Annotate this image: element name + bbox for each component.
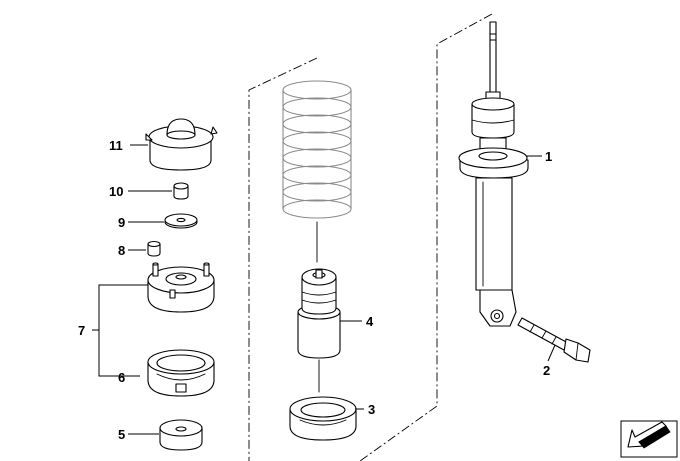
coil-spring [282, 80, 352, 219]
boundary-right [359, 13, 493, 461]
callout-5: 5 [118, 427, 125, 442]
strut-mount[interactable] [147, 262, 215, 313]
part-5-support-ring[interactable] [159, 419, 203, 451]
part-11-mount-cap[interactable] [145, 118, 218, 171]
callout-10: 10 [109, 184, 123, 199]
boundary-left [248, 57, 318, 461]
callout-4: 4 [366, 314, 374, 329]
leader-2 [547, 344, 556, 362]
part-4-bump-stop[interactable] [297, 268, 341, 359]
callout-1: 1 [545, 149, 552, 164]
bracket-group-7 [98, 284, 148, 377]
callout-2: 2 [543, 363, 550, 378]
callout-6: 6 [118, 370, 125, 385]
part-6-ring[interactable] [147, 349, 215, 397]
part-1-shock-absorber[interactable] [458, 21, 529, 327]
callout-8: 8 [118, 243, 125, 258]
part-10-nut[interactable] [173, 182, 189, 200]
part-2-bolt[interactable] [517, 317, 591, 363]
direction-arrow-icon[interactable] [620, 420, 678, 458]
part-8-nut[interactable] [147, 240, 161, 257]
part-9-washer[interactable] [164, 213, 198, 229]
callout-7: 7 [78, 323, 85, 338]
callout-11: 11 [109, 138, 123, 153]
callout-3: 3 [368, 402, 375, 417]
part-3-spring-seat[interactable] [289, 396, 357, 441]
callout-9: 9 [118, 215, 125, 230]
